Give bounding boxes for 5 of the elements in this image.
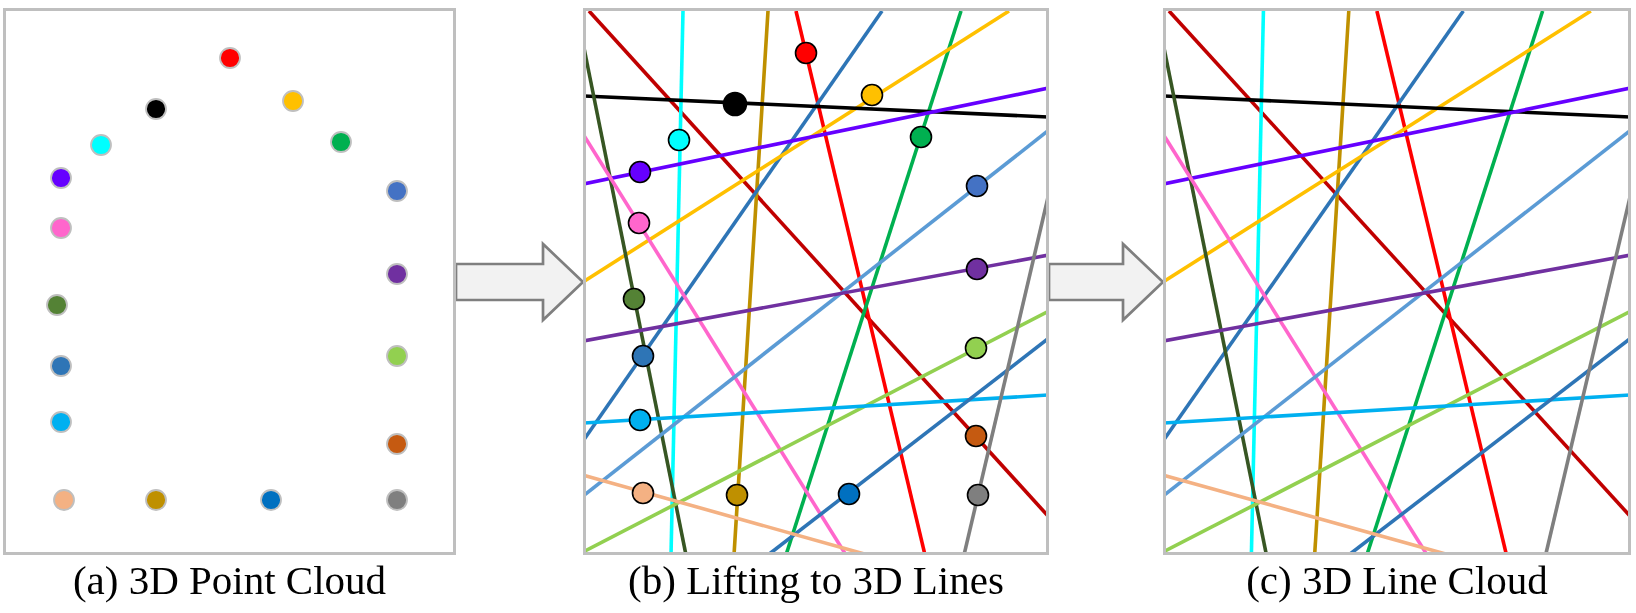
block-arrow bbox=[454, 240, 585, 324]
panel-caption: (a) 3D Point Cloud bbox=[72, 557, 387, 603]
block-arrow bbox=[1047, 240, 1165, 324]
panel-caption: (b) Lifting to 3D Lines bbox=[628, 557, 1004, 603]
panel-caption: (c) 3D Line Cloud bbox=[1246, 557, 1548, 603]
